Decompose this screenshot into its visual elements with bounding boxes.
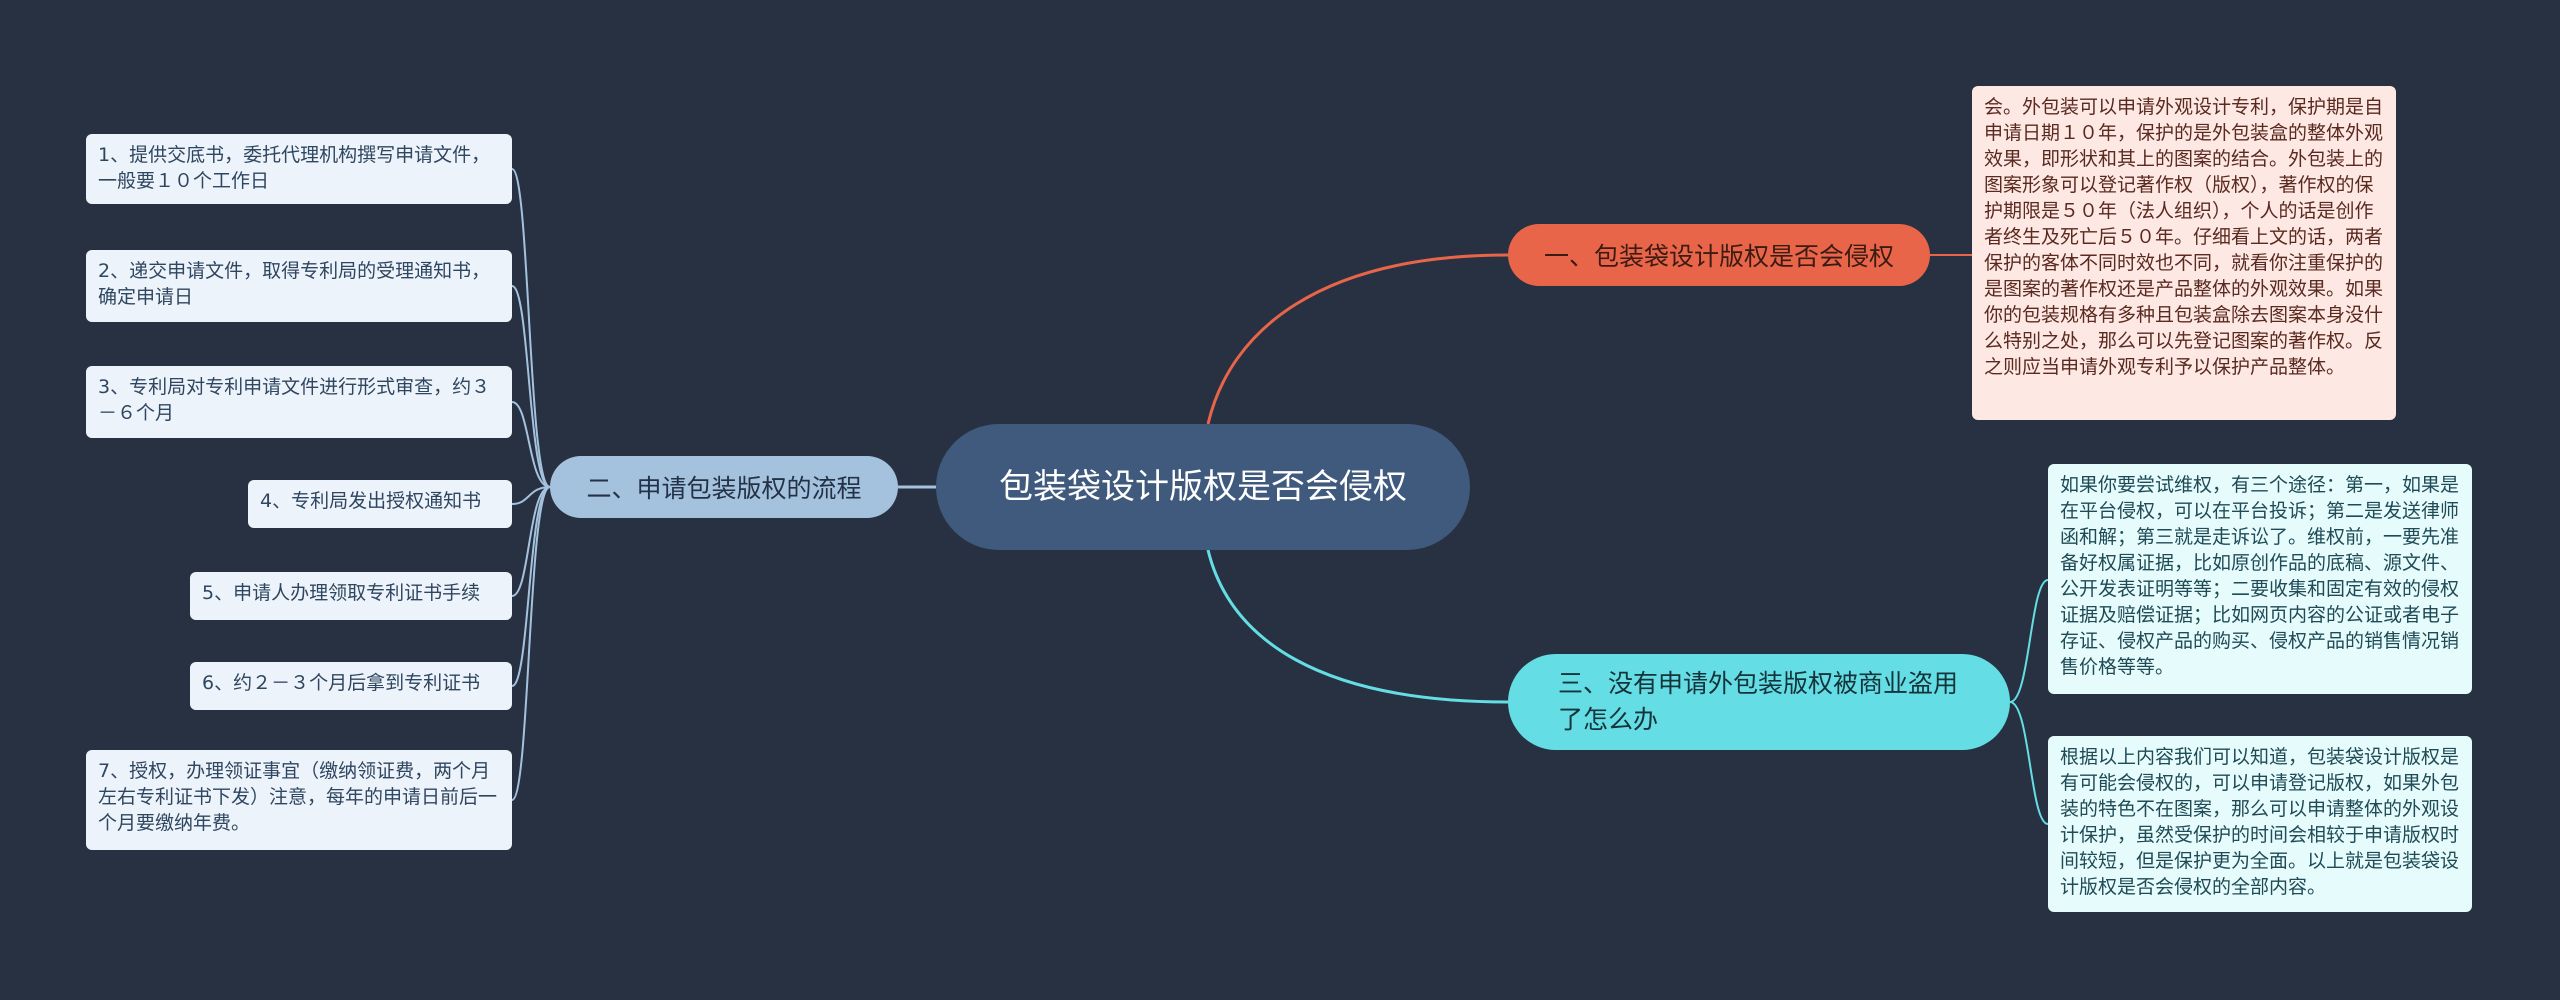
branch-1-leaf[interactable]: 会。外包装可以申请外观设计专利，保护期是自申请日期１０年，保护的是外包装盒的整体… <box>1972 86 2396 420</box>
step-2[interactable]: 2、递交申请文件，取得专利局的受理通知书，确定申请日 <box>86 250 512 322</box>
step-6[interactable]: 6、约２－３个月后拿到专利证书 <box>190 662 512 710</box>
connector-branch2-step7 <box>511 486 551 801</box>
branch-3-leaf-1[interactable]: 如果你要尝试维权，有三个途径：第一，如果是在平台侵权，可以在平台投诉；第二是发送… <box>2048 464 2472 694</box>
branch-3-leaf-2[interactable]: 根据以上内容我们可以知道，包装袋设计版权是有可能会侵权的，可以申请登记版权，如果… <box>2048 736 2472 912</box>
connector-branch2-step1 <box>511 168 551 488</box>
central-topic[interactable]: 包装袋设计版权是否会侵权 <box>936 424 1470 550</box>
step-5[interactable]: 5、申请人办理领取专利证书手续 <box>190 572 512 620</box>
connector-branch2-step4 <box>511 486 551 505</box>
connector-branch2-step6 <box>511 486 551 687</box>
connector-branch2-step3 <box>511 401 551 488</box>
step-3[interactable]: 3、专利局对专利申请文件进行形式审查，约３－６个月 <box>86 366 512 438</box>
connector-branch2-step5 <box>511 486 551 597</box>
connector-branch2-step2 <box>511 285 551 488</box>
connector-center-branch1 <box>1206 253 1509 425</box>
branch-3-topic[interactable]: 三、没有申请外包装版权被商业盗用了怎么办 <box>1508 654 2010 750</box>
branch-2-topic[interactable]: 二、申请包装版权的流程 <box>550 456 898 518</box>
step-4[interactable]: 4、专利局发出授权通知书 <box>248 480 512 528</box>
step-1[interactable]: 1、提供交底书，委托代理机构撰写申请文件，一般要１０个工作日 <box>86 134 512 204</box>
connector-branch3-leaf1 <box>2009 579 2049 703</box>
connector-center-branch3 <box>1206 549 1509 704</box>
step-7[interactable]: 7、授权，办理领证事宜（缴纳领证费，两个月左右专利证书下发）注意，每年的申请日前… <box>86 750 512 850</box>
connector-branch3-leaf2 <box>2009 701 2049 825</box>
branch-1-topic[interactable]: 一、包装袋设计版权是否会侵权 <box>1508 224 1930 286</box>
